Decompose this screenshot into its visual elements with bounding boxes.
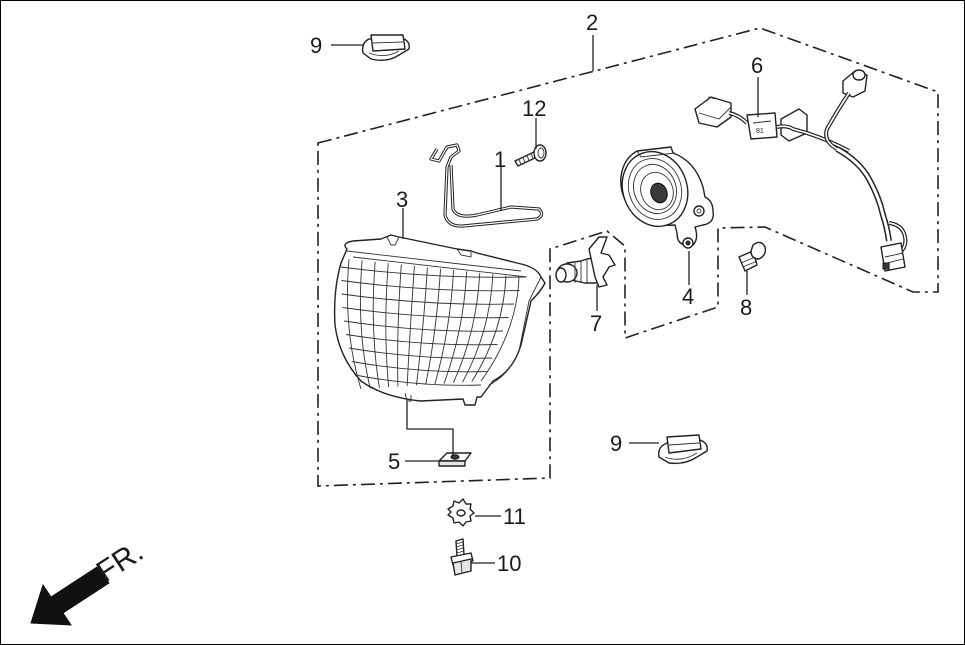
lens-grid-line — [434, 270, 455, 385]
bulb-part-7 — [555, 236, 616, 288]
screw-part-12 — [514, 144, 547, 167]
leader-lines — [331, 35, 759, 564]
callout-6: 6 — [751, 53, 763, 78]
lens-grid-line — [471, 275, 507, 382]
lens-grid-line — [360, 260, 371, 389]
lens-grid-line — [425, 268, 441, 385]
lock-washer-part-11 — [447, 498, 475, 527]
callout-9-bottom: 9 — [610, 431, 622, 456]
lens-grid-line — [397, 264, 402, 387]
callout-2: 2 — [586, 10, 598, 35]
headlight-part-3 — [333, 234, 546, 406]
lens-grid-line — [415, 267, 428, 386]
callout-12: 12 — [522, 96, 546, 121]
lens-grid-line — [340, 266, 526, 278]
lens-grid-line — [341, 293, 515, 305]
callout-7: 7 — [590, 311, 602, 336]
lens-grid-line — [343, 320, 504, 332]
lens-grid-line — [372, 261, 380, 388]
lens-grid-line — [385, 263, 390, 388]
callout-5: 5 — [388, 449, 400, 474]
lens-grid-line — [341, 280, 520, 292]
socket-cover-part-4 — [620, 146, 714, 249]
lens-grid-line — [443, 271, 468, 384]
lens-grid-line — [347, 258, 362, 390]
clip-part-9-top — [361, 34, 410, 62]
callout-labels: 9 2 6 12 1 3 4 7 8 9 5 11 10 — [310, 10, 763, 576]
clip-part-9-bottom — [657, 434, 708, 465]
callout-11: 11 — [503, 504, 526, 529]
svg-text:81: 81 — [756, 128, 764, 135]
front-direction-arrow: FR. — [30, 535, 149, 626]
callout-3: 3 — [396, 187, 408, 212]
lens-grid-line — [345, 334, 498, 346]
callout-9-top: 9 — [310, 33, 322, 58]
callout-8: 8 — [740, 295, 752, 320]
bolt-part-10 — [450, 538, 474, 576]
speed-nut-part-5 — [438, 452, 472, 467]
lens-grid-line — [351, 361, 487, 373]
lens-grid-line — [462, 274, 494, 383]
lens-grid-line — [348, 347, 493, 359]
lens-grid-line — [342, 307, 509, 319]
callout-4: 4 — [682, 284, 694, 309]
lens-grid-line — [480, 276, 520, 382]
callout-10: 10 — [497, 551, 521, 576]
lens-grid-line — [354, 374, 482, 386]
wire-spring-part-1 — [429, 143, 544, 228]
wire-harness-part-6: 81 — [694, 69, 908, 272]
position-bulb-part-8 — [738, 241, 767, 272]
assembly-outline-2 — [317, 27, 939, 487]
callout-1: 1 — [494, 147, 506, 172]
